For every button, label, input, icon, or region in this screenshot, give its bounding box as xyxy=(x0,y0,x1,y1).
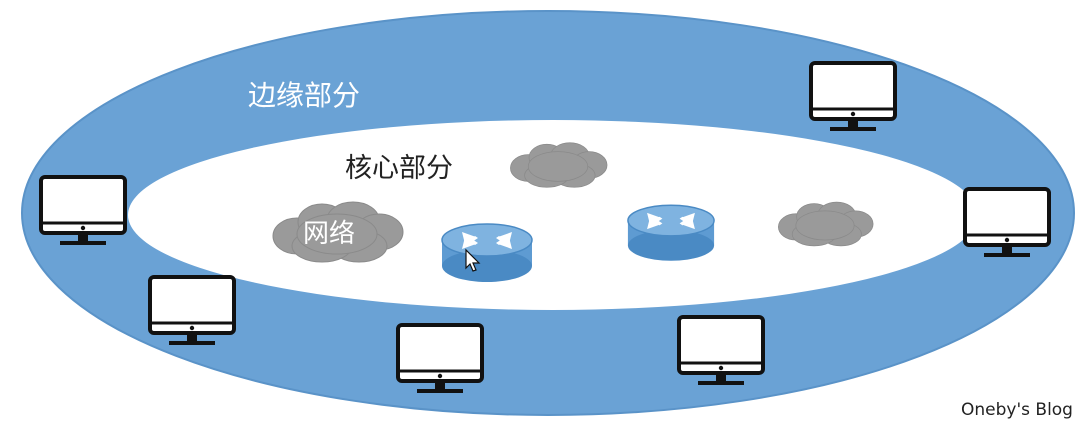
router-icon xyxy=(627,204,715,262)
router-icon xyxy=(441,223,533,283)
network-label: 网络 xyxy=(303,219,356,249)
computer-icon xyxy=(809,61,897,133)
core-part-label: 核心部分 xyxy=(345,153,453,184)
computer-icon xyxy=(963,187,1051,259)
computer-icon xyxy=(677,315,765,387)
core-area xyxy=(128,120,978,310)
cursor-icon xyxy=(465,248,481,272)
computer-icon xyxy=(39,175,127,247)
edge-part-label: 边缘部分 xyxy=(248,79,361,112)
computer-icon xyxy=(396,323,484,395)
watermark: Oneby's Blog xyxy=(961,400,1073,420)
computer-icon xyxy=(148,275,236,347)
